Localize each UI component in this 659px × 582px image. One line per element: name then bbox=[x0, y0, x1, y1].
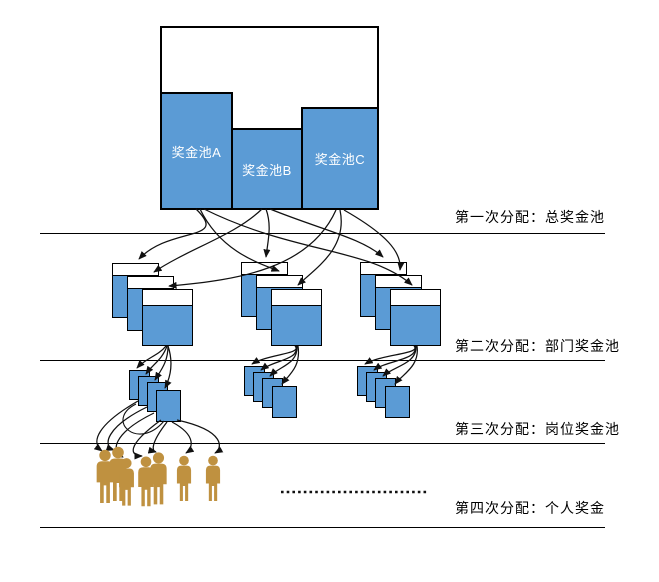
pool-c-label: 奖金池C bbox=[314, 152, 366, 167]
card-fill bbox=[390, 305, 441, 346]
separator-line-4 bbox=[40, 527, 605, 528]
person-icon bbox=[150, 452, 167, 505]
pool-bar-b: 奖金池B bbox=[231, 128, 303, 210]
position-pool-box bbox=[156, 390, 181, 422]
pool-bar-a: 奖金池A bbox=[160, 92, 233, 210]
person-icon bbox=[176, 455, 192, 501]
stage-2-label: 第二次分配：部门奖金池 bbox=[455, 338, 620, 354]
pool-a-label: 奖金池A bbox=[171, 144, 222, 160]
stage-3-label: 第三次分配：岗位奖金池 bbox=[455, 421, 620, 437]
position-pool-box bbox=[385, 386, 410, 418]
pool-b-label: 奖金池B bbox=[242, 162, 292, 178]
person-icon bbox=[138, 456, 154, 507]
pool-bar-c: 奖金池C bbox=[301, 107, 379, 210]
separator-line-3 bbox=[40, 443, 605, 444]
stage-1-label: 第一次分配：总奖金池 bbox=[455, 209, 605, 225]
separator-line-2 bbox=[40, 360, 605, 361]
person-icon bbox=[96, 449, 114, 504]
department-pool-card bbox=[271, 289, 322, 346]
person-icon bbox=[119, 458, 134, 506]
position-pool-box bbox=[272, 386, 297, 418]
department-pool-card bbox=[390, 289, 441, 346]
card-fill bbox=[142, 305, 193, 346]
person-icon bbox=[109, 446, 127, 501]
card-fill bbox=[271, 305, 322, 346]
department-pool-card bbox=[142, 289, 193, 346]
person-icon bbox=[205, 455, 221, 501]
person-icons bbox=[96, 446, 221, 507]
separator-line-1 bbox=[40, 233, 605, 234]
stage-4-label: 第四次分配：个人奖金 bbox=[455, 500, 605, 516]
